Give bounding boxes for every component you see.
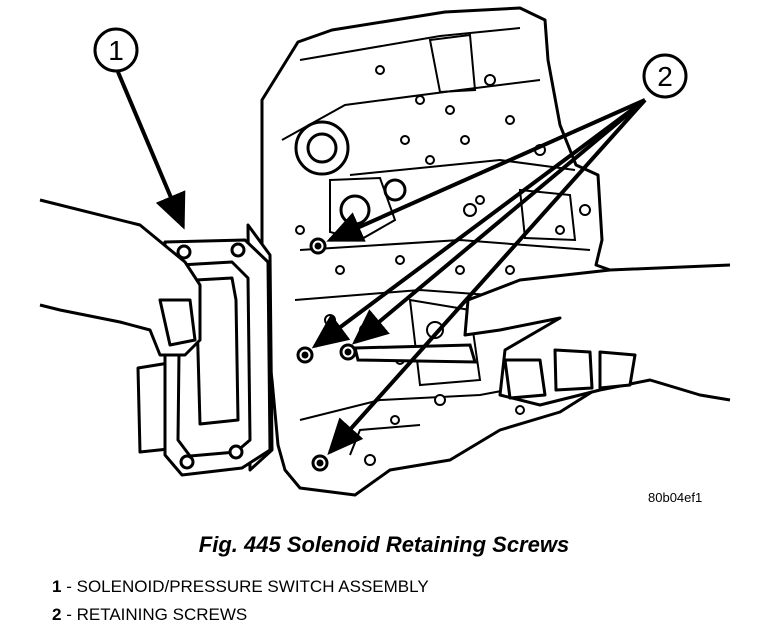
- legend-number: 2: [52, 605, 62, 624]
- valve-port: [294, 120, 407, 226]
- legend-description: RETAINING SCREWS: [76, 605, 248, 624]
- legend-item-2: 2 - RETAINING SCREWS: [52, 605, 247, 625]
- callout-1-number: 1: [108, 35, 124, 66]
- legend-item-1: 1 - SOLENOID/PRESSURE SWITCH ASSEMBLY: [52, 577, 429, 597]
- solenoid-pressure-switch-assembly: [136, 223, 274, 477]
- right-hand: [463, 263, 731, 407]
- legend-separator: -: [66, 605, 72, 624]
- retaining-screws: [296, 237, 357, 472]
- callout-1: 1: [93, 27, 186, 230]
- legend-number: 1: [52, 577, 62, 596]
- legend-separator: -: [66, 577, 72, 596]
- screwdriver: [353, 343, 478, 364]
- figure-caption: Fig. 445 Solenoid Retaining Screws: [198, 532, 570, 557]
- left-hand: [39, 198, 202, 357]
- callout-2: 2: [311, 53, 688, 455]
- callout-2-number: 2: [657, 61, 673, 92]
- technical-illustration: 1 2: [39, 6, 731, 497]
- image-code: 80b04ef1: [648, 490, 703, 505]
- legend-description: SOLENOID/PRESSURE SWITCH ASSEMBLY: [76, 577, 429, 596]
